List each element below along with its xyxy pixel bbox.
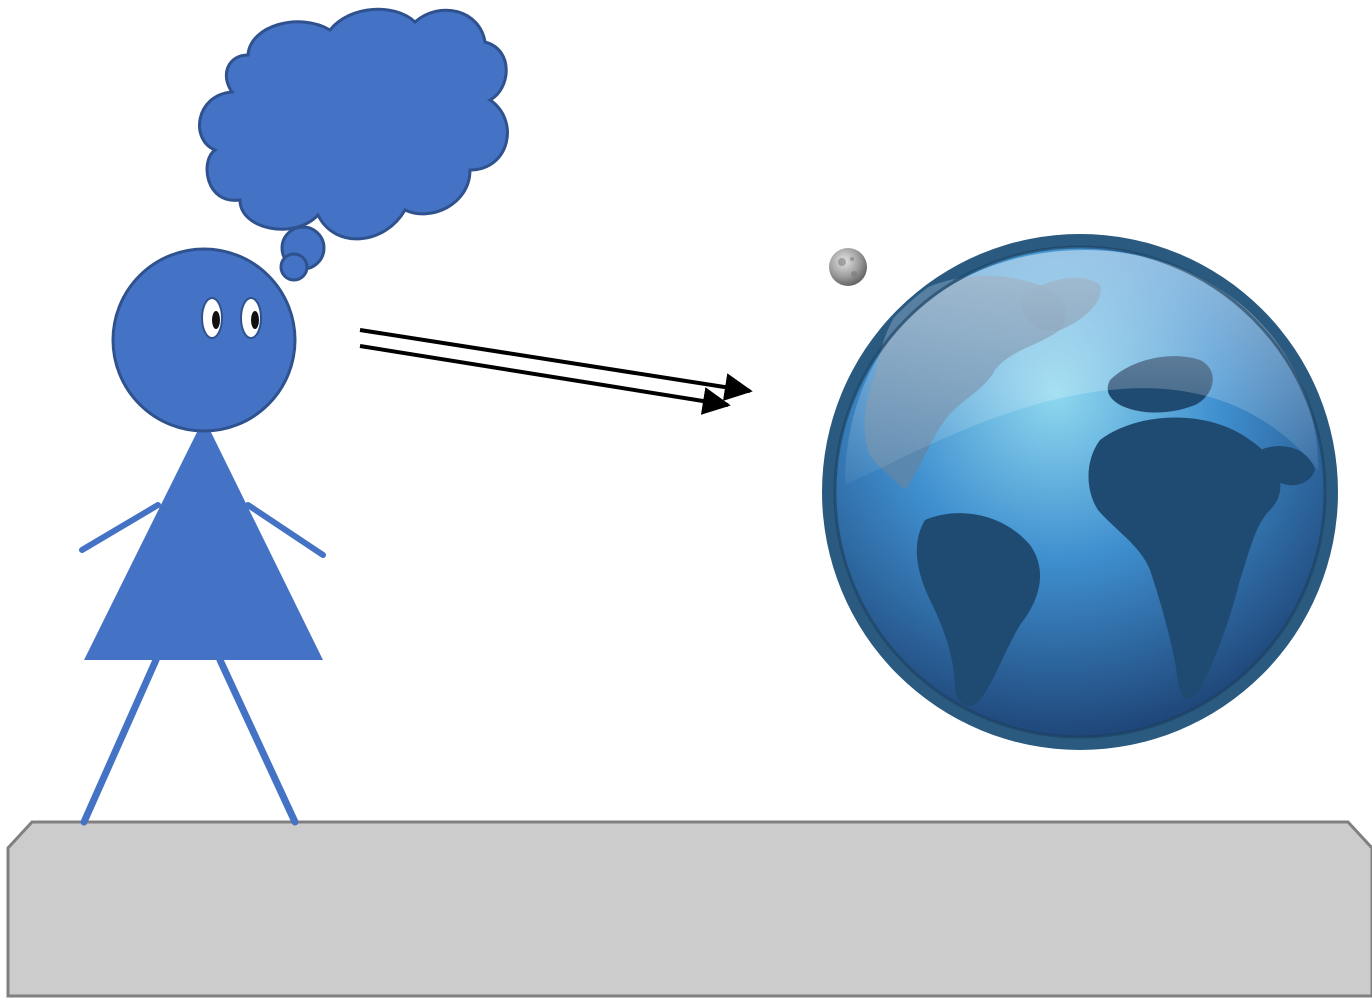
head	[113, 249, 295, 431]
left-leg	[84, 660, 156, 822]
earth-globe	[822, 234, 1338, 750]
ground-slab	[8, 822, 1372, 996]
stick-figure	[82, 249, 323, 822]
left-pupil	[212, 311, 220, 329]
thought-dot-small	[281, 254, 307, 280]
sight-arrow-lower	[360, 346, 728, 405]
sight-arrow-upper	[360, 330, 750, 391]
moon	[829, 248, 867, 286]
right-pupil	[251, 311, 259, 329]
thought-bubble	[200, 9, 508, 280]
right-leg	[220, 660, 295, 822]
thought-cloud	[200, 9, 508, 239]
sight-arrows	[360, 330, 750, 405]
dress-body	[84, 418, 323, 660]
